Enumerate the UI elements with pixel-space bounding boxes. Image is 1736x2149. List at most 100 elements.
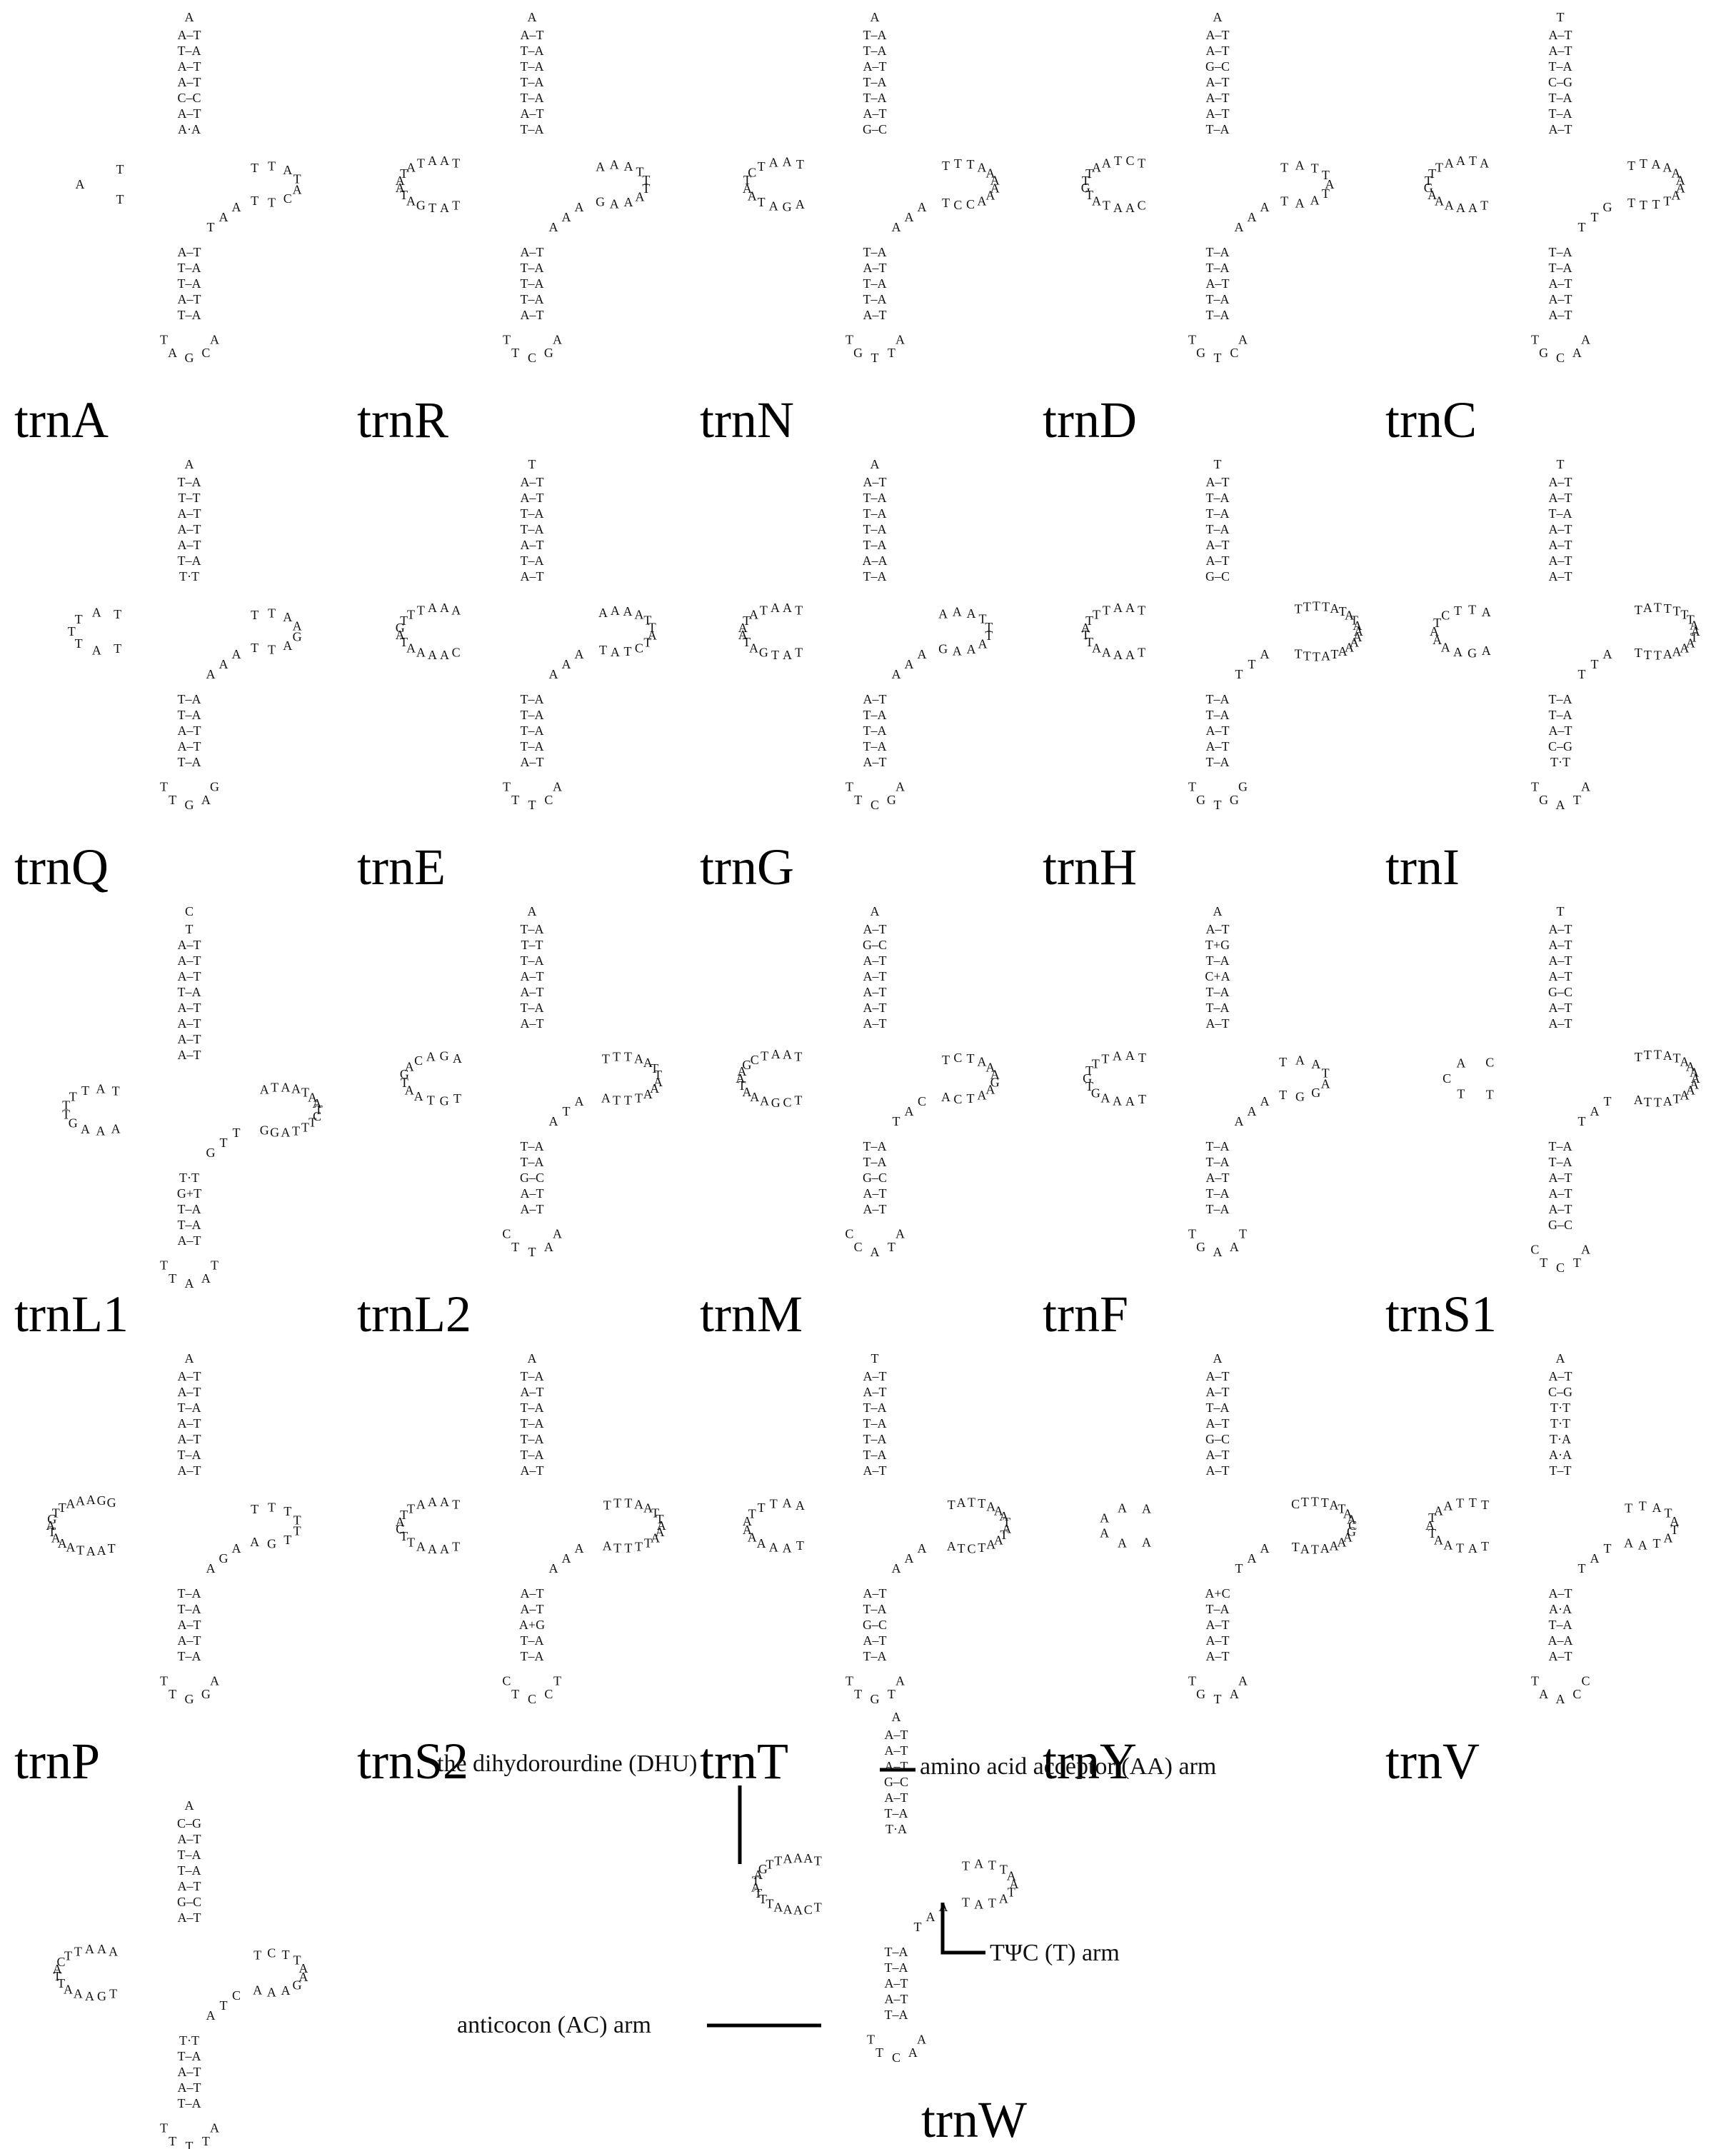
t-arm-base: A — [1680, 1088, 1689, 1102]
anticodon-stem-pair: T–A — [178, 708, 201, 722]
anticodon-loop-base: A — [544, 1240, 553, 1254]
dhu-loop-base: A — [1428, 188, 1437, 202]
variable-loop-base: A — [549, 220, 558, 234]
dhu-loop-base: A — [783, 1851, 793, 1865]
dhu-loop-base: T — [814, 1900, 822, 1915]
dhu-loop-base: T — [109, 1987, 117, 2001]
t-arm-base: A — [1337, 1535, 1346, 1549]
t-arm-base: A — [283, 163, 292, 177]
anticodon-stem-pair: T–A — [178, 2096, 201, 2110]
dhu-loop-base: T — [452, 1497, 460, 1511]
t-arm-base: A — [651, 1531, 660, 1546]
acceptor-stem-pair: A–T — [1549, 553, 1572, 568]
t-arm-base: T — [635, 1539, 643, 1553]
t-arm-base: A — [1347, 1513, 1356, 1527]
t-arm-base: T — [1322, 599, 1330, 613]
t-arm-base: T — [1000, 1862, 1008, 1876]
t-arm-base: A — [1329, 1539, 1338, 1553]
acceptor-stem-pair: T–A — [863, 75, 887, 89]
dhu-loop-base: A — [793, 1903, 803, 1918]
anticodon-loop-base: C — [201, 346, 210, 360]
dhu-loop-base: A — [748, 189, 757, 204]
anticodon-loop-base: T — [160, 1674, 168, 1688]
t-arm-base: T — [613, 1093, 621, 1108]
t-arm-base: A — [312, 1096, 321, 1111]
dhu-loop-base: C — [396, 1522, 404, 1536]
t-arm-base: T — [948, 1498, 955, 1512]
dhu-loop-base: T — [1457, 1087, 1465, 1101]
variable-loop-base: A — [1235, 220, 1244, 234]
t-arm-base: T — [1322, 1066, 1330, 1081]
t-arm-base: T — [613, 1049, 621, 1063]
anticodon-stem-pair: T–A — [178, 1218, 201, 1232]
dhu-loop-base: G — [97, 1493, 106, 1508]
dhu-loop-base: T — [57, 1976, 65, 1990]
t-arm-base: T — [293, 1513, 301, 1528]
anticodon-stem-pair: A–T — [521, 1602, 544, 1616]
dhu-loop-base: A — [1445, 199, 1454, 213]
t-arm-base: A — [298, 1961, 308, 1975]
dhu-loop-base: A — [1102, 156, 1111, 170]
anticodon-stem-pair: T·T — [1550, 755, 1570, 769]
anticodon-stem-pair: A–T — [863, 308, 887, 322]
acceptor-stem-pair: A–T — [1206, 1369, 1230, 1383]
dhu-loop-base: T — [752, 1874, 760, 1888]
anticodon-stem-pair: A·A — [1549, 1602, 1572, 1616]
t-arm-base: A — [283, 610, 292, 624]
dhu-loop-base: A — [748, 1531, 757, 1545]
acceptor-stem-pair: T–A — [521, 506, 544, 521]
dhu-loop-base: T — [759, 1892, 767, 1906]
anticodon-stem-pair: A–T — [1206, 739, 1230, 753]
variable-loop-base: A — [1260, 647, 1270, 661]
acceptor-stem-pair: G–C — [1205, 1432, 1230, 1446]
variable-loop-base: C — [232, 1988, 241, 2003]
anticodon-loop-base: A — [201, 793, 211, 807]
t-arm-base: T — [282, 1948, 290, 1962]
anticodon-stem-pair: T–A — [521, 1633, 544, 1648]
t-arm-base: A — [994, 1533, 1003, 1548]
dhu-loop-base: T — [1138, 646, 1145, 660]
anticodon-stem-pair: T–A — [1206, 692, 1230, 706]
t-arm-base: T — [1279, 1088, 1287, 1102]
variable-loop-base: A — [918, 200, 927, 214]
anticodon-loop-base: T — [511, 1687, 519, 1701]
t-arm-base: A — [953, 643, 962, 658]
t-arm-base: A — [1343, 1507, 1353, 1521]
dhu-loop-base: A — [416, 1540, 426, 1554]
variable-loop-base: A — [1248, 1551, 1257, 1566]
anticodon-stem-pair: T–A — [1206, 1155, 1230, 1169]
anticodon-stem-pair: A–T — [521, 755, 544, 769]
t-arm-base: T — [942, 1053, 950, 1067]
anticodon-loop-base: C — [1556, 1261, 1565, 1275]
t-arm-base: T — [251, 161, 259, 175]
t-arm-base: T — [602, 1051, 610, 1066]
dhu-loop-base: A — [1125, 1094, 1135, 1108]
dhu-loop-base: T — [75, 612, 83, 626]
panel-label-trnE: trnE — [357, 838, 446, 896]
t-arm-base: T — [942, 196, 950, 210]
anticodon-loop-base: A — [210, 2121, 219, 2135]
acceptor-stem-pair: A–T — [178, 953, 201, 968]
acceptor-stem-pair: C–G — [177, 1816, 201, 1830]
anticodon-stem-pair: T·T — [179, 2033, 199, 2048]
acceptor-stem-pair: A–T — [863, 475, 887, 489]
dhu-loop-base: T — [743, 613, 751, 628]
acceptor-top-base: A — [870, 10, 880, 24]
acceptor-stem-pair: T–A — [1206, 491, 1230, 505]
t-arm-base: T — [643, 635, 651, 649]
t-arm-base: A — [1676, 181, 1685, 195]
t-arm-base: T — [651, 1061, 658, 1076]
anticodon-stem-pair: T–A — [1206, 1602, 1230, 1616]
anticodon-loop-base: A — [895, 1674, 905, 1688]
dhu-loop-base: A — [58, 1536, 67, 1551]
t-arm-base: A — [1295, 196, 1305, 211]
acceptor-stem-pair: T–A — [178, 44, 201, 58]
t-arm-base: T — [1280, 160, 1288, 174]
acceptor-stem-pair: A–T — [885, 1743, 908, 1758]
t-arm-base: A — [1643, 601, 1652, 615]
t-arm-base: T — [613, 1541, 621, 1555]
acceptor-stem-pair: A–T — [521, 1385, 544, 1399]
t-arm-base: G — [267, 1537, 276, 1551]
anticodon-stem-pair: T–A — [521, 261, 544, 275]
